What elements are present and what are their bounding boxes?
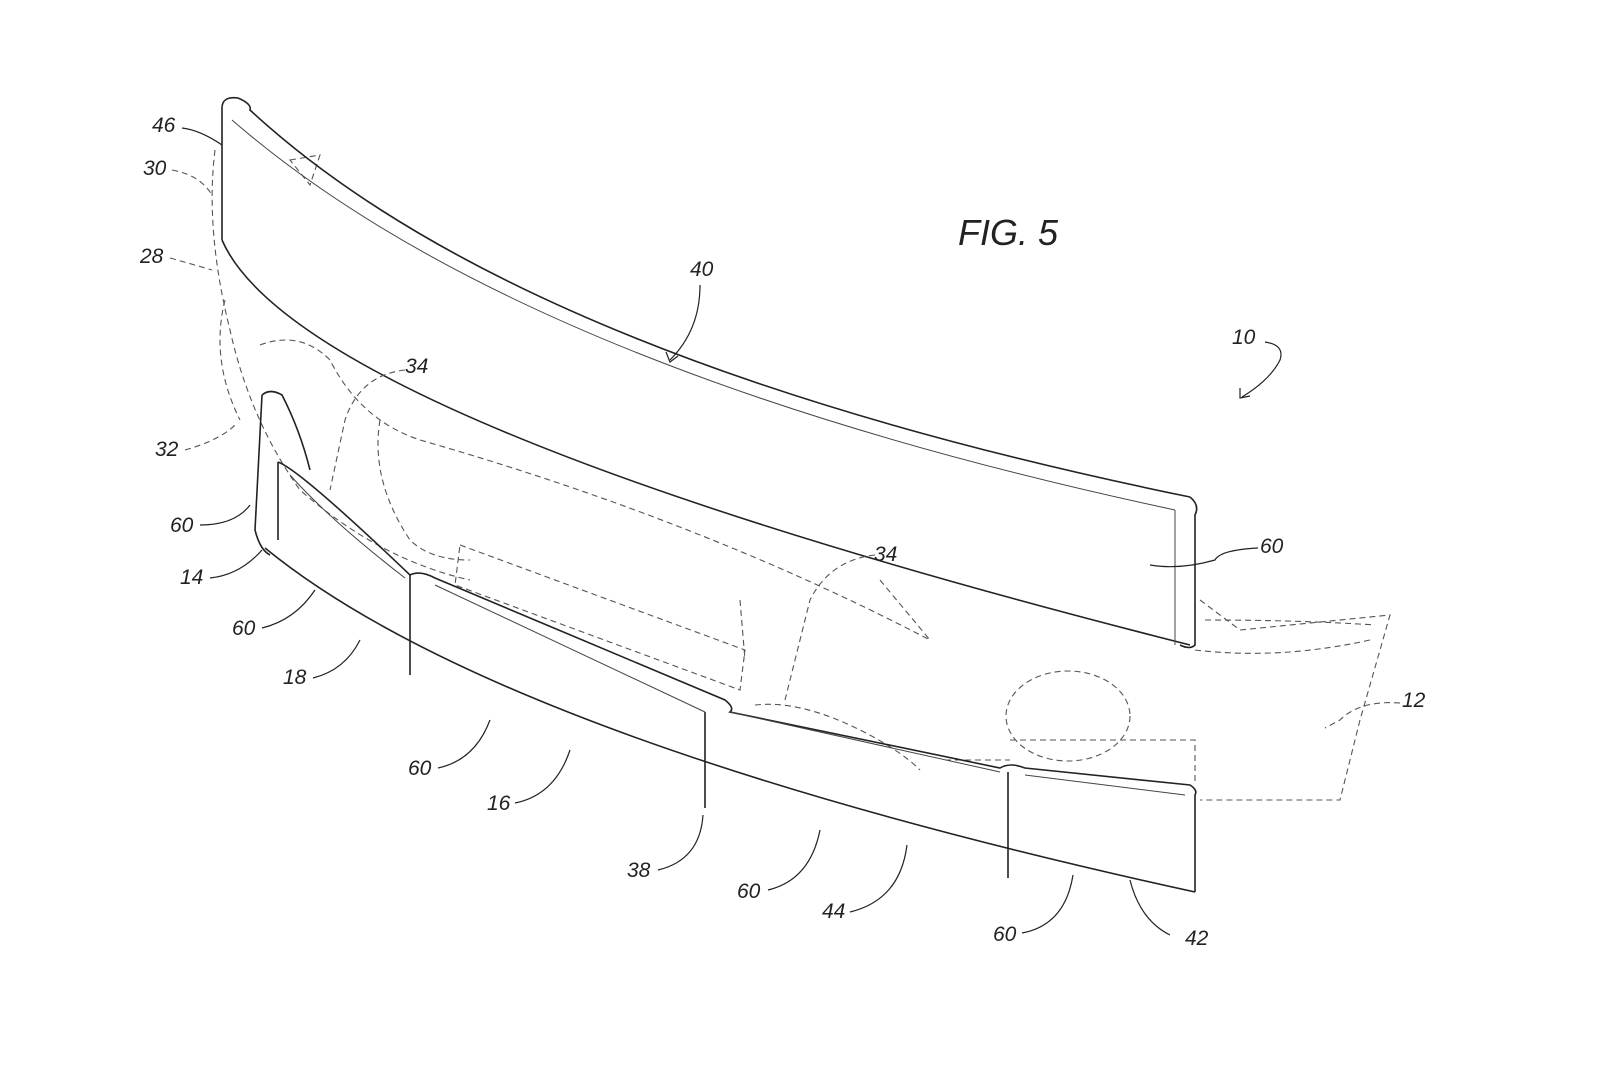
- lower-bumper: [254, 390, 1197, 893]
- label-42: 42: [1185, 927, 1209, 950]
- label-44: 44: [822, 900, 846, 923]
- label-38: 38: [627, 859, 651, 882]
- label-46: 46: [152, 114, 176, 137]
- label-32: 32: [155, 438, 179, 461]
- label-12: 12: [1402, 689, 1426, 712]
- label-60: 60: [1260, 535, 1284, 558]
- label-18: 18: [283, 666, 307, 689]
- vehicle-body-outline: [211, 149, 1391, 801]
- label-34: 34: [405, 355, 429, 378]
- label-10: 10: [1232, 326, 1256, 349]
- label-60: 60: [170, 514, 194, 537]
- label-30: 30: [143, 157, 167, 180]
- label-28: 28: [140, 245, 164, 268]
- label-14: 14: [180, 566, 204, 589]
- label-16: 16: [487, 792, 511, 815]
- label-34: 34: [874, 543, 898, 566]
- label-60: 60: [993, 923, 1017, 946]
- leader-lines: [169, 127, 1401, 936]
- label-60: 60: [737, 880, 761, 903]
- figure-title: FIG. 5: [958, 212, 1059, 253]
- label-40: 40: [690, 258, 714, 281]
- upper-beam: [221, 96, 1198, 649]
- label-60: 60: [232, 617, 256, 640]
- label-60: 60: [408, 757, 432, 780]
